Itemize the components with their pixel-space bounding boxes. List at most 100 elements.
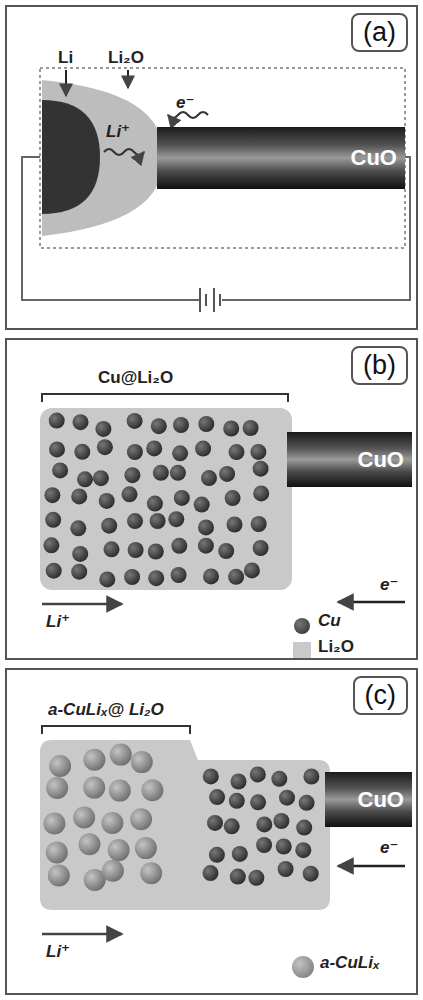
annotation-label: e⁻ bbox=[176, 93, 194, 113]
particle bbox=[171, 538, 187, 554]
material-label: CuO bbox=[358, 447, 404, 473]
particle bbox=[95, 421, 111, 437]
battery-symbol bbox=[200, 288, 220, 312]
legend-swatch bbox=[293, 642, 311, 658]
li-electrode bbox=[42, 100, 100, 214]
particle bbox=[256, 816, 272, 832]
particle bbox=[194, 497, 210, 513]
leader-arrow bbox=[127, 70, 129, 88]
particle bbox=[44, 487, 60, 503]
annotation-label: a-CuLiₓ@ Li₂O bbox=[48, 700, 164, 720]
particle bbox=[45, 512, 61, 528]
leader-arrow bbox=[65, 70, 67, 96]
annotation-label: Li⁺ bbox=[46, 612, 70, 632]
bracket bbox=[42, 726, 190, 734]
particle bbox=[74, 444, 90, 460]
particle bbox=[198, 519, 214, 535]
legend-swatch bbox=[294, 618, 310, 634]
particle bbox=[227, 517, 243, 533]
particle bbox=[209, 847, 225, 863]
particle bbox=[43, 813, 65, 835]
particle bbox=[147, 496, 163, 512]
particle bbox=[70, 520, 86, 536]
particle bbox=[276, 839, 292, 855]
particle bbox=[101, 518, 117, 534]
cu-particles bbox=[43, 413, 269, 588]
particle bbox=[198, 538, 214, 554]
particle bbox=[71, 564, 87, 580]
legend-swatch bbox=[292, 956, 314, 978]
particle bbox=[209, 789, 225, 805]
particle bbox=[230, 869, 246, 885]
particle bbox=[251, 516, 267, 532]
particle bbox=[203, 865, 219, 881]
wavy-arrow bbox=[104, 149, 144, 155]
particle bbox=[46, 841, 68, 863]
particle bbox=[303, 866, 319, 882]
particle bbox=[52, 462, 68, 478]
particle bbox=[77, 471, 93, 487]
li2o-matrix bbox=[40, 408, 292, 590]
particle bbox=[207, 815, 223, 831]
particle bbox=[72, 546, 88, 562]
svg-line bbox=[205, 294, 207, 306]
li2o-layer bbox=[42, 80, 162, 236]
panel-label: (c) bbox=[353, 676, 408, 715]
legend-text: Cu bbox=[318, 611, 341, 631]
particle bbox=[256, 837, 272, 853]
particle bbox=[49, 755, 71, 777]
particle bbox=[243, 420, 259, 436]
particle bbox=[198, 416, 214, 432]
electron-flow-arrow bbox=[338, 865, 405, 868]
particle bbox=[244, 562, 260, 578]
particle bbox=[173, 417, 189, 433]
particle bbox=[79, 833, 101, 855]
particle bbox=[83, 777, 105, 799]
particle bbox=[168, 511, 184, 527]
particle bbox=[153, 465, 169, 481]
li-flow-arrow bbox=[42, 933, 122, 936]
panel-label: (b) bbox=[351, 346, 408, 385]
particle bbox=[130, 808, 152, 830]
particle bbox=[140, 862, 162, 884]
particle bbox=[151, 418, 167, 434]
particle bbox=[225, 490, 241, 506]
particle bbox=[229, 444, 245, 460]
li-flow-arrow bbox=[42, 603, 122, 606]
particle bbox=[248, 870, 264, 886]
particle bbox=[71, 488, 87, 504]
particle bbox=[83, 749, 105, 771]
electron-flow-arrow bbox=[338, 601, 405, 604]
particle bbox=[231, 774, 247, 790]
particle bbox=[48, 865, 70, 887]
annotation-label: Cu@Li₂O bbox=[98, 368, 173, 388]
particle bbox=[124, 569, 140, 585]
particle bbox=[250, 444, 266, 460]
particle bbox=[174, 490, 190, 506]
particle bbox=[271, 771, 287, 787]
particle bbox=[201, 470, 217, 486]
particle bbox=[278, 861, 294, 877]
particle bbox=[228, 569, 244, 585]
particle bbox=[43, 537, 59, 553]
material-label: CuO bbox=[358, 787, 404, 813]
particle bbox=[127, 444, 143, 460]
particle bbox=[253, 461, 269, 477]
particle bbox=[218, 543, 234, 559]
particle bbox=[295, 842, 311, 858]
particle bbox=[273, 813, 289, 829]
wavy-arrow bbox=[168, 112, 208, 118]
li2o-matrix bbox=[40, 740, 330, 910]
panel-label: (a) bbox=[351, 13, 408, 52]
particle bbox=[148, 570, 164, 586]
particle bbox=[148, 544, 164, 560]
cuo-nanowire: CuO bbox=[287, 432, 412, 487]
particle bbox=[299, 795, 315, 811]
particle bbox=[150, 513, 166, 529]
particle bbox=[101, 812, 123, 834]
particle bbox=[250, 794, 266, 810]
cuo-nanowire: CuO bbox=[157, 127, 405, 189]
particle bbox=[97, 439, 113, 455]
particle bbox=[127, 413, 143, 429]
particle bbox=[131, 751, 153, 773]
